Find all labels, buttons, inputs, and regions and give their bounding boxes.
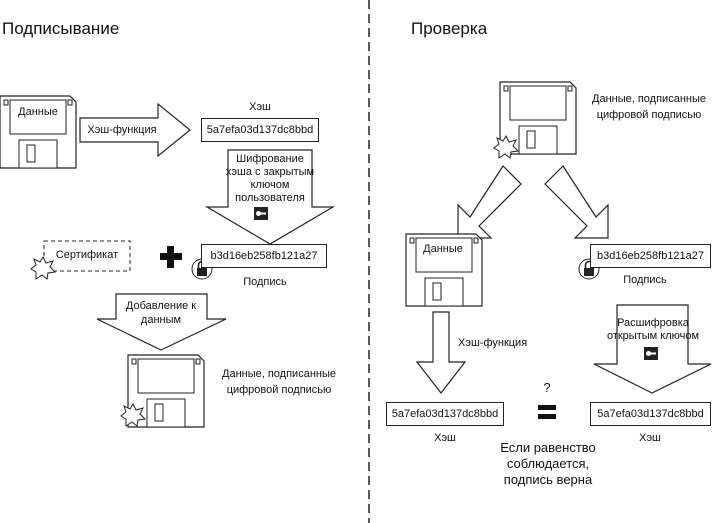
- received-data-text: Данные, подписанные цифровой подписью: [584, 91, 714, 123]
- certificate-label: Сертификат: [55, 249, 119, 261]
- signature-value-box: b3d16eb258fb121a27: [201, 244, 327, 268]
- signing-title: Подписывание: [2, 19, 120, 38]
- verification-title: Проверка: [411, 19, 488, 38]
- verdict-line-3: подпись верна: [503, 472, 593, 487]
- decrypt-line-1: Расшифровка: [617, 317, 689, 329]
- signature-label-right: Подпись: [623, 274, 667, 286]
- encrypt-text: Шифрование хэша с закрытым ключом пользо…: [222, 153, 318, 205]
- decrypt-line-2: открытым ключом: [606, 330, 700, 342]
- encrypt-line-2: хэша с закрытым: [225, 166, 315, 178]
- encrypt-arrow: [204, 149, 336, 245]
- data-label-right: Данные: [423, 243, 463, 255]
- hash-function-arrow-right: [415, 311, 467, 394]
- encrypt-line-3: ключом: [250, 179, 290, 191]
- hash-function-label: Хэш-функция: [87, 124, 157, 136]
- signed-data-text: Данные, подписанные цифровой подписью: [214, 366, 344, 398]
- verdict-text: Если равенство соблюдается, подпись верн…: [492, 440, 604, 488]
- split-arrow-right: [544, 165, 609, 239]
- verdict-line-1: Если равенство: [500, 440, 596, 455]
- decrypted-hash-box: 5a7efa03d137dc8bbd: [590, 402, 711, 426]
- split-arrow-left: [457, 165, 522, 239]
- computed-hash-label: Хэш: [434, 432, 456, 444]
- plus-icon: [160, 246, 182, 268]
- public-key-icon: [644, 347, 658, 360]
- data-label: Данные: [18, 106, 58, 118]
- verdict-line-2: соблюдается,: [506, 456, 590, 471]
- add-to-data-text: Добавление к данным: [112, 299, 210, 327]
- computed-hash-box: 5a7efa03d137dc8bbd: [386, 402, 504, 426]
- hash-function-label-right: Хэш-функция: [458, 337, 528, 349]
- hash-title: Хэш: [249, 101, 271, 113]
- hash-value-box: 5a7efa03d137dc8bbd: [201, 118, 319, 142]
- received-line-1: Данные, подписанные: [592, 93, 706, 105]
- signature-value-box-right: b3d16eb258fb121a27: [590, 244, 711, 268]
- question-mark: ?: [543, 380, 551, 395]
- hash-function-arrow: [79, 102, 191, 158]
- certificate-box: [43, 240, 131, 272]
- decrypt-text: Расшифровка открытым ключом: [596, 317, 710, 343]
- signed-data-line-1: Данные, подписанные: [222, 368, 336, 380]
- encrypt-line-1: Шифрование: [236, 153, 304, 165]
- decrypted-hash-label: Хэш: [639, 432, 661, 444]
- add-line-1: Добавление к: [125, 300, 197, 312]
- encrypt-line-4: пользователя: [235, 192, 305, 204]
- add-to-data-arrow: [96, 293, 227, 351]
- add-line-2: данным: [140, 314, 182, 326]
- equals-icon: [538, 405, 556, 419]
- signature-label: Подпись: [243, 276, 287, 288]
- received-line-2: цифровой подписью: [596, 109, 702, 121]
- signed-data-line-2: цифровой подписью: [226, 384, 332, 396]
- key-icon: [254, 207, 268, 220]
